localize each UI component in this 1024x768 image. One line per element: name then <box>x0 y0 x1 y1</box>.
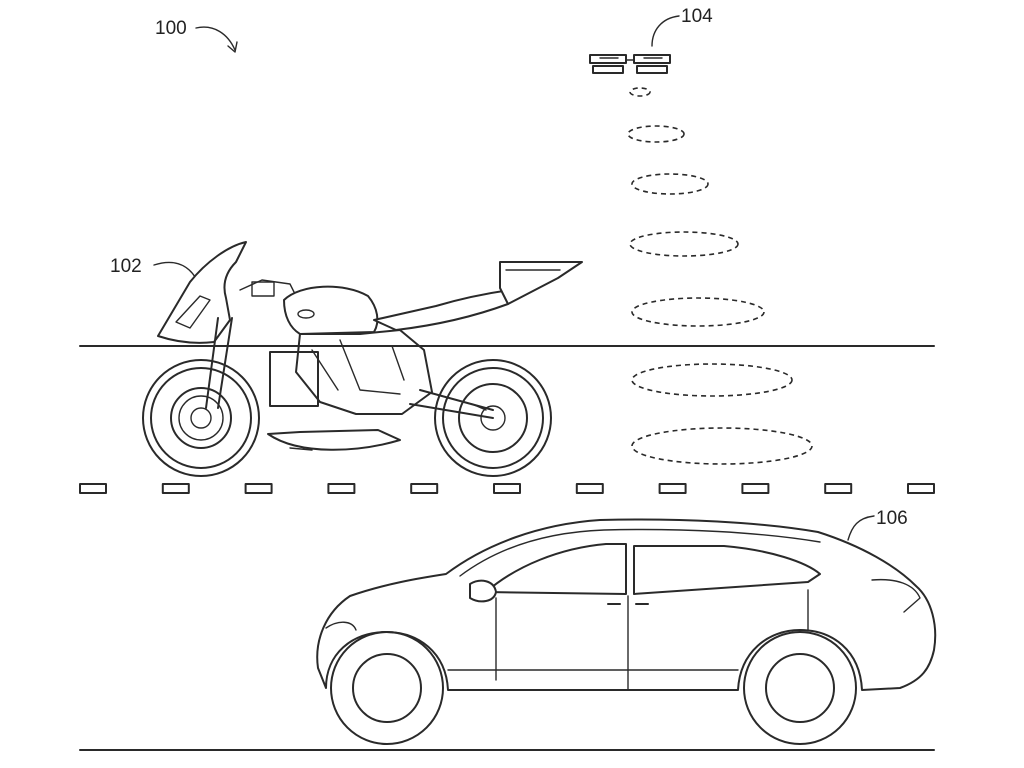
signal-ring-4 <box>629 231 739 257</box>
label-drone-104: 104 <box>681 6 713 27</box>
signal-rings <box>627 87 813 465</box>
lane-dash <box>79 483 107 494</box>
drone-104 <box>589 54 671 74</box>
lane-dash <box>907 483 935 494</box>
lane-divider <box>79 483 935 494</box>
lane-dash <box>658 483 687 494</box>
label-car-106: 106 <box>876 508 908 529</box>
car-106 <box>316 518 937 745</box>
label-106-leader <box>847 515 875 541</box>
lane-dash <box>410 483 439 494</box>
signal-ring-7 <box>631 427 813 465</box>
signal-ring-6 <box>631 363 793 397</box>
signal-ring-3 <box>631 173 709 195</box>
label-100-leader <box>195 26 236 51</box>
label-system-100: 100 <box>155 18 187 39</box>
label-100-arrowhead <box>227 41 238 53</box>
signal-ring-1 <box>629 87 651 97</box>
lane-dash <box>327 483 356 494</box>
label-motorcycle-102: 102 <box>110 256 142 277</box>
signal-ring-5 <box>631 297 765 327</box>
lane-dash <box>244 483 273 494</box>
motorcycle-102 <box>142 241 583 477</box>
lane-dash <box>493 483 521 494</box>
label-104-leader <box>651 15 680 47</box>
lane-dash <box>824 483 853 494</box>
lane-dash <box>575 483 604 494</box>
lane-dash <box>161 483 190 494</box>
signal-ring-2 <box>627 125 685 143</box>
lane-dash <box>741 483 770 494</box>
